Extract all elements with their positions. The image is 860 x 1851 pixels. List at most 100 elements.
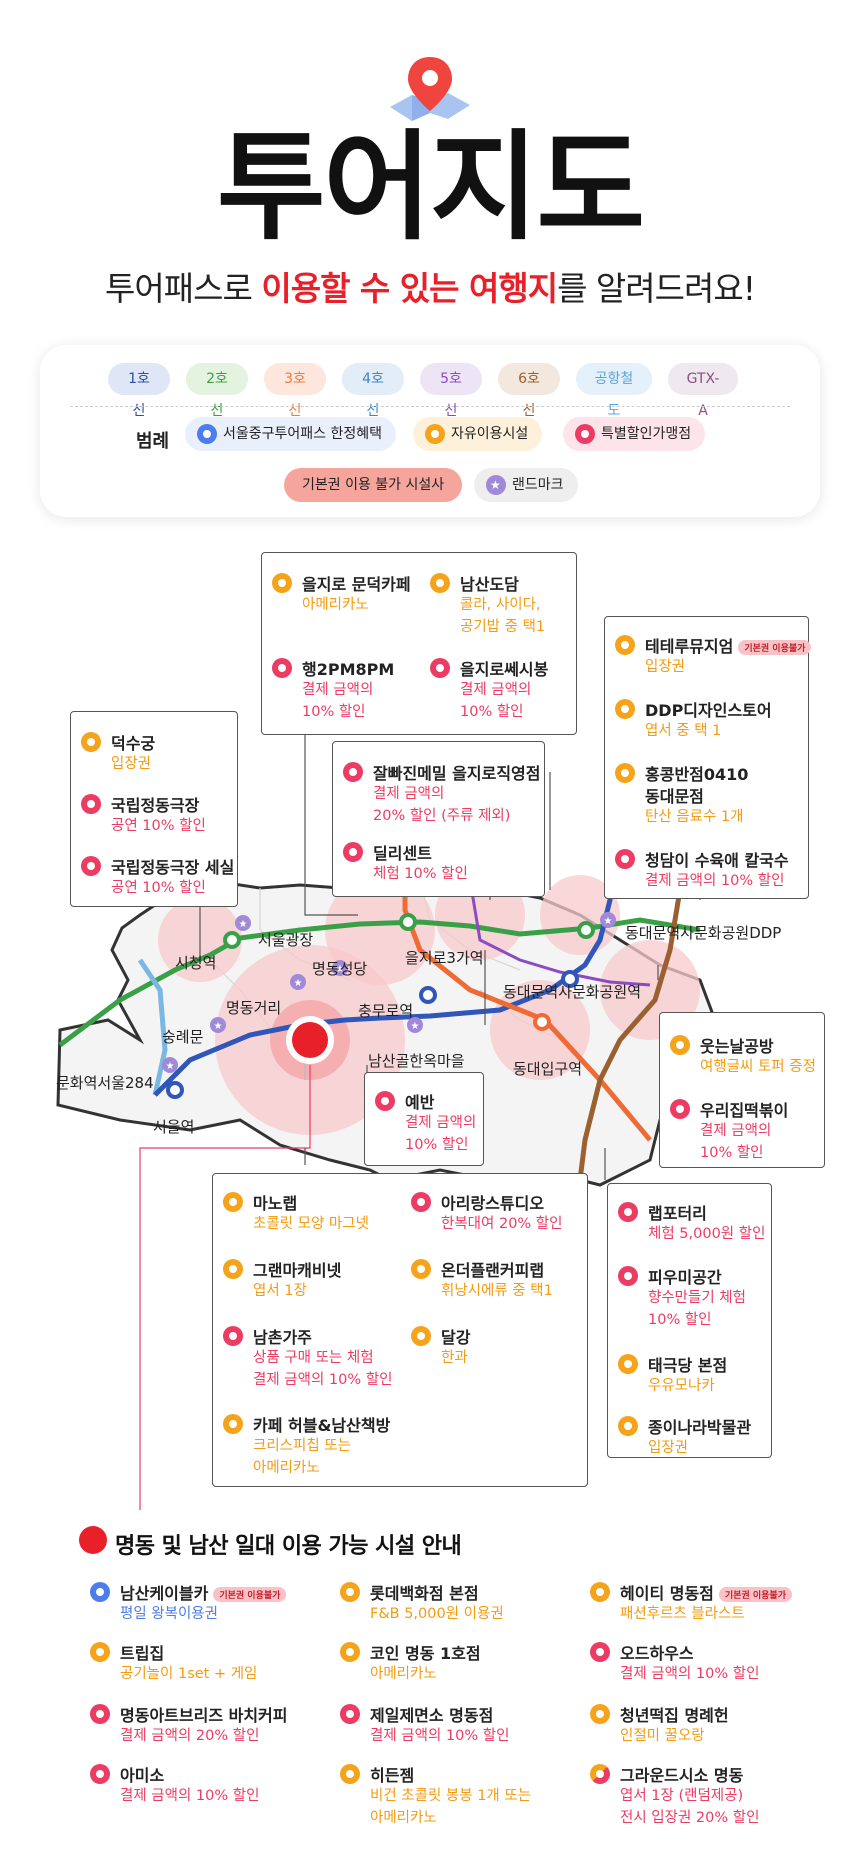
facility-benefit: 초콜릿 모양 마그넷 — [253, 1216, 369, 1232]
location-pin-icon — [590, 1704, 610, 1724]
facility-name: 오드하우스 — [620, 1644, 694, 1663]
location-pin-icon — [670, 1099, 690, 1119]
facility-name-line2: 동대문점 — [645, 787, 704, 806]
location-pin-icon — [590, 1764, 610, 1784]
facility-name: 홍콩반점0410 — [645, 765, 749, 784]
facility-benefit: 체험 10% 할인 — [373, 866, 468, 882]
location-pin-icon — [81, 794, 101, 814]
facility-name: 코인 명동 1호점 — [370, 1644, 481, 1663]
svg-text:★: ★ — [214, 1021, 223, 1032]
facility-benefit: 공연 10% 할인 — [111, 880, 206, 896]
facility-name: 아리랑스튜디오 — [441, 1194, 545, 1213]
facility-benefit: 결제 금액의 10% 할인 — [645, 873, 785, 889]
station-label-ddp-park: 동대문역사문화공원DDP — [625, 924, 782, 942]
station-label-seoul-station: 서울역 — [153, 1118, 195, 1136]
facility-name: 제일제면소 명동점 — [370, 1706, 494, 1725]
location-pin-icon — [375, 1091, 395, 1111]
location-pin-icon — [340, 1704, 360, 1724]
facility-benefit: 패션후르츠 블라스트 — [620, 1606, 745, 1622]
location-pin-icon — [90, 1582, 110, 1602]
location-pin-icon — [223, 1259, 243, 1279]
location-pin-icon — [90, 1642, 110, 1662]
facility-benefit: 결제 금액의 10% 할인 — [620, 1666, 760, 1682]
facility-name: DDP디자인스토어 — [645, 701, 772, 720]
svg-text:★: ★ — [411, 1021, 420, 1032]
facility-benefit: 공연 10% 할인 — [111, 818, 206, 834]
subway-line-chip: 공항철도 — [576, 363, 652, 419]
location-pin-icon — [618, 1416, 638, 1436]
station-label-euljiro3: 을지로3가역 — [405, 949, 484, 967]
location-pin-icon — [618, 1354, 638, 1374]
facility-benefit: 결제 금액의 20% 할인 — [120, 1728, 260, 1744]
station-label-chungmuro: 충무로역 — [358, 1002, 414, 1020]
legend-item: 기본권 이용 불가 시설사 — [284, 468, 463, 502]
facility-benefit: 인절미 꿀오랑 — [620, 1728, 705, 1744]
location-pin-icon — [411, 1259, 431, 1279]
facility-name: 피우미공간 — [648, 1268, 722, 1287]
location-pin-icon — [618, 1266, 638, 1286]
facility-benefit: 우유모나카 — [648, 1378, 715, 1394]
facility-name: 아미소 — [120, 1766, 165, 1785]
facility-name: 히든젬 — [370, 1766, 415, 1785]
facility-name: 그랜마캐비넷 — [253, 1261, 342, 1280]
station-label-myeongdong-street: 명동거리 — [226, 999, 282, 1017]
svg-text:★: ★ — [336, 964, 345, 975]
legend-item-label: 특별할인가맹점 — [601, 426, 692, 442]
svg-text:★: ★ — [239, 919, 248, 930]
station-label-namsangol: 남산골한옥마을 — [368, 1052, 465, 1070]
bottom-curve-bg — [0, 1520, 860, 1851]
location-pin-icon — [90, 1704, 110, 1724]
subway-line-chip: 4호선 — [342, 363, 404, 419]
facility-name: 청담이 수육애 칼국수 — [645, 851, 789, 870]
facility-benefit: 평일 왕복이용권 — [120, 1606, 218, 1622]
facility-name: 카페 허블&남산책방 — [253, 1416, 391, 1435]
facility-benefit: 공기놀이 1set + 게임 — [120, 1666, 258, 1682]
svg-text:★: ★ — [294, 978, 303, 989]
station-label-ddp-station: 동대문역사문화공원역 — [503, 983, 642, 1001]
facility-benefit: 한복대여 20% 할인 — [441, 1216, 563, 1232]
location-pin-icon — [223, 1414, 243, 1434]
legend-item-label: 기본권 이용 불가 시설사 — [302, 477, 445, 493]
subway-map: ★★★ ★★★★ — [56, 730, 717, 1510]
location-pin-icon — [223, 1192, 243, 1212]
location-pin-icon — [272, 573, 292, 593]
station-label-city-hall: 시청역 — [175, 954, 217, 972]
station-label-dongdae-entrance: 동대입구역 — [513, 1060, 583, 1078]
landmark-star-icon: ★ — [486, 475, 506, 495]
location-pin-icon — [340, 1642, 360, 1662]
unavailable-badge: 기본권 이용불가 — [738, 640, 812, 655]
facility-benefit: 결제 금액의 10% 할인 — [120, 1788, 260, 1804]
legend-item: 자유이용시설 — [413, 417, 543, 451]
subway-line-chip: 1호선 — [108, 363, 170, 419]
facility-name: 덕수궁 — [111, 734, 156, 753]
page-title: 투어지도 — [216, 118, 645, 256]
star-icon: ★ — [490, 478, 501, 492]
facility-name: 을지로쎄시봉 — [460, 660, 549, 679]
facility-name: 우리집떡볶이 — [700, 1101, 789, 1120]
location-pin-icon — [615, 763, 635, 783]
location-pin-icon — [430, 658, 450, 678]
location-pin-icon — [615, 635, 635, 655]
station-label-myeongdong-cathedral: 명동성당 — [312, 960, 368, 978]
location-pin-icon — [590, 1642, 610, 1662]
red-marker-dot — [79, 1526, 107, 1554]
facility-benefit: 결제 금액의 10% 할인 — [370, 1728, 510, 1744]
facility-name: 행2PM8PM — [302, 660, 395, 679]
legend-item-label: 서울중구투어패스 한정혜택 — [223, 426, 383, 442]
facility-name: 남촌가주 — [253, 1328, 312, 1347]
location-pin-icon — [590, 1582, 610, 1602]
facility-name: 롯데백화점 본점 — [370, 1584, 479, 1603]
